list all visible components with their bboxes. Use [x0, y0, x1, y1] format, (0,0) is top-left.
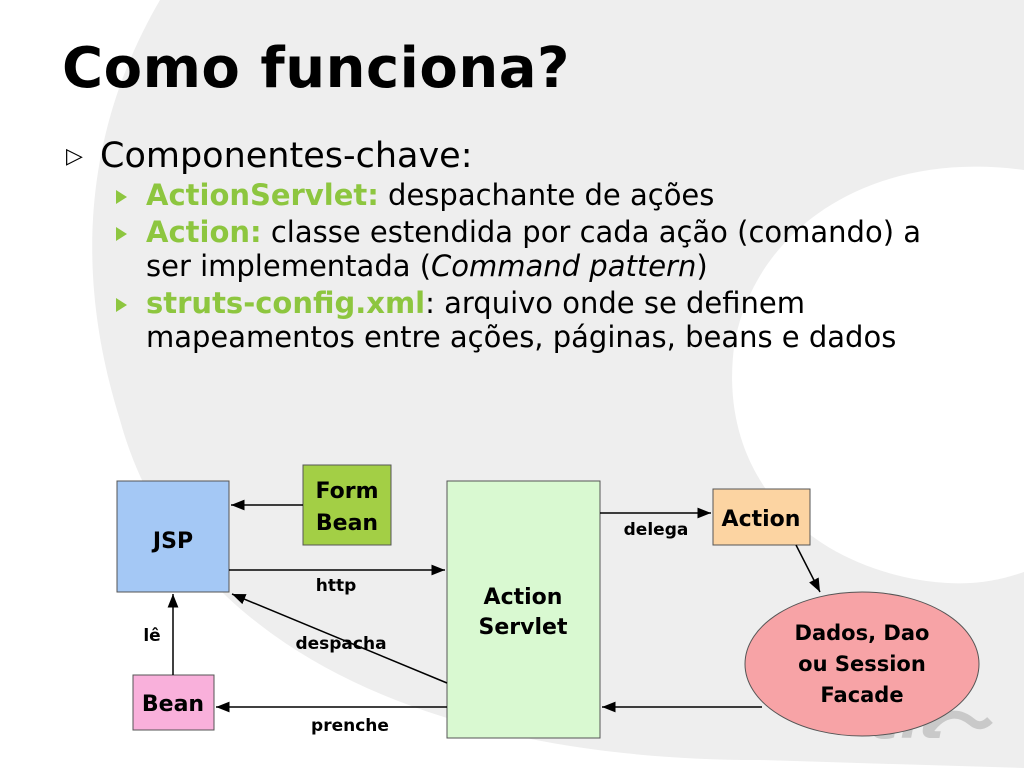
action-box [712, 488, 811, 546]
jsp-box [116, 480, 230, 593]
bullet-item: ActionServlet: despachante de ações [116, 178, 936, 212]
bullet-item: Action: classe estendida por cada ação (… [116, 215, 936, 283]
bullet-text: despachante de ações [378, 178, 715, 212]
bullet-list: ActionServlet: despachante de ações Acti… [116, 178, 936, 357]
bean-box [132, 674, 215, 731]
action-servlet-box [446, 480, 601, 739]
edge-label-delega: delega [624, 520, 689, 540]
green-arrow-icon [116, 190, 127, 204]
bullet-tail: ) [696, 249, 708, 283]
edge-label-le: lê [143, 626, 160, 646]
level1-text: Componentes-chave: [100, 136, 473, 176]
edge-label-http: http [316, 576, 357, 596]
form-bean-box [302, 464, 392, 546]
dados-label-1: Dados, Dao [795, 621, 930, 645]
bullet-keyword: Action: [146, 215, 262, 249]
green-arrow-icon [116, 227, 127, 241]
edge-label-prenche: prenche [311, 716, 389, 736]
hollow-triangle-icon: ▷ [66, 144, 83, 169]
slide-title: Como funciona? [62, 36, 570, 101]
arrow-action-to-dados [795, 544, 821, 593]
dados-label-2: ou Session [798, 652, 926, 676]
bullet-item: struts-config.xml: arquivo onde se defin… [116, 286, 936, 354]
bullet-keyword: ActionServlet: [146, 178, 379, 212]
jsp-label: JSP [151, 529, 193, 554]
action-servlet-label-2: Servlet [479, 615, 568, 640]
dados-label-3: Facade [820, 683, 903, 707]
green-arrow-icon [116, 298, 127, 312]
form-bean-label-1: Form [315, 479, 378, 504]
bullet-text: : arquivo onde se definem mapeamentos en… [146, 286, 897, 354]
dados-ellipse [744, 591, 980, 737]
action-servlet-label-1: Action [484, 585, 563, 610]
bullet-italic: Command pattern [431, 249, 697, 283]
level1-item: ▷ Componentes-chave: [66, 134, 473, 179]
bullet-text: classe estendida por cada ação (comando)… [146, 215, 921, 283]
edge-label-despacha: despacha [295, 634, 386, 654]
form-bean-label-2: Bean [316, 511, 378, 536]
arrow-servlet-to-jsp-despacha [231, 593, 448, 684]
bullet-keyword: struts-config.xml [146, 286, 426, 320]
action-label: Action [722, 507, 801, 532]
bean-label: Bean [142, 692, 204, 717]
